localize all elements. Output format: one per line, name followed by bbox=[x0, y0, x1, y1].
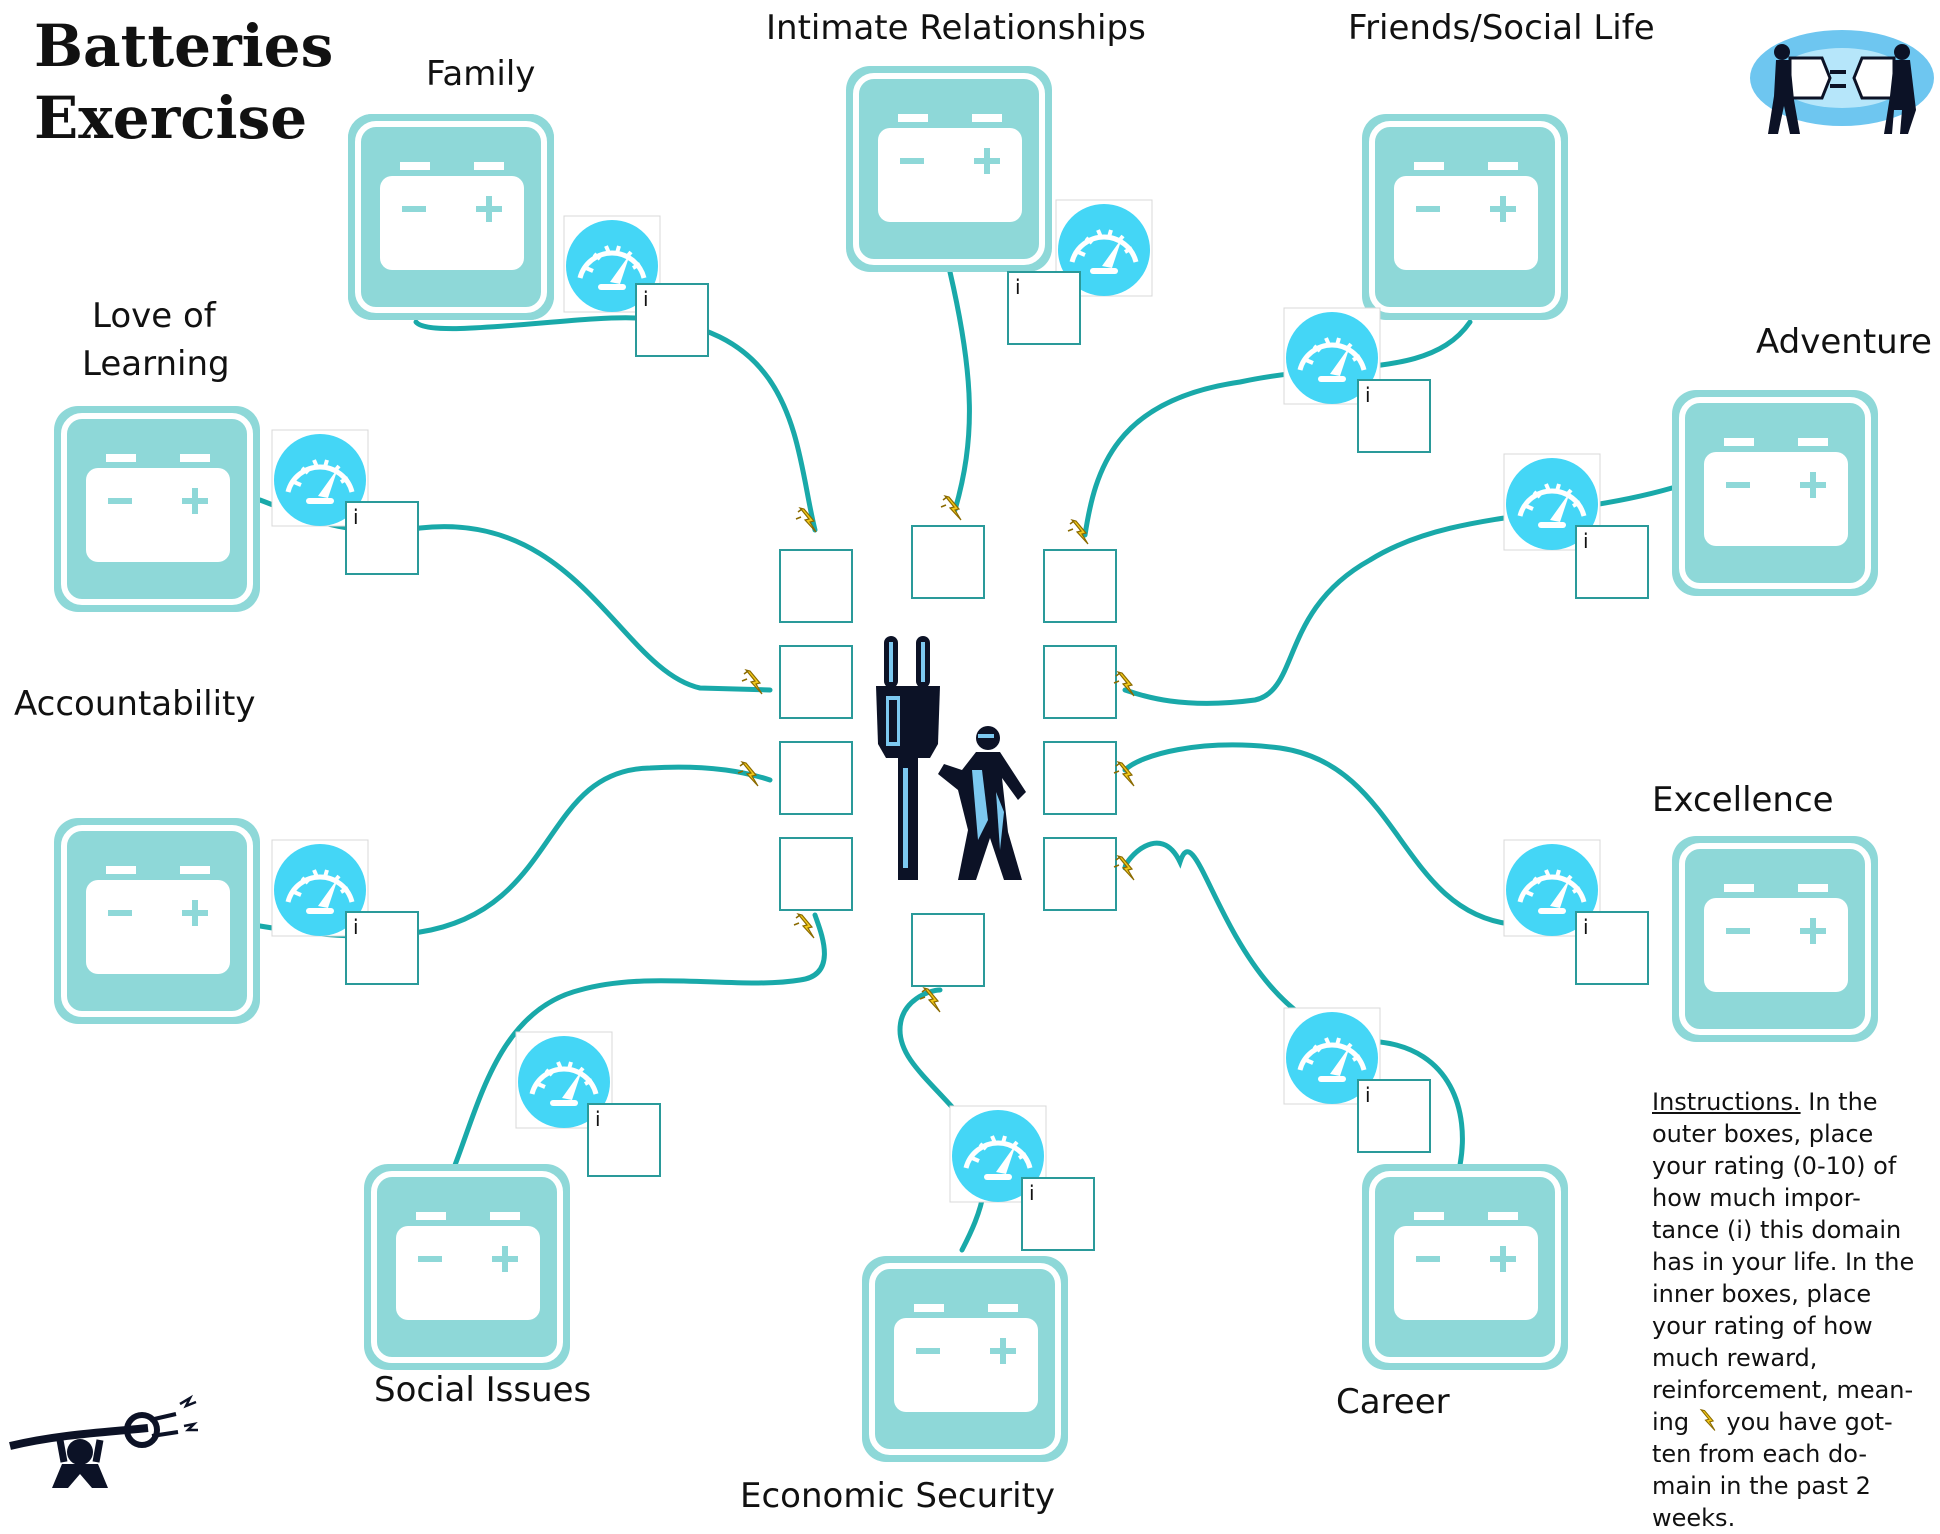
reward-box-friends[interactable] bbox=[1043, 549, 1117, 623]
battery-adventure-icon bbox=[1672, 390, 1878, 596]
reward-box-career[interactable] bbox=[1043, 837, 1117, 911]
domain-label-career: Career bbox=[1336, 1382, 1450, 1422]
cord-intimate bbox=[947, 269, 972, 513]
instructions-body-2: you have got-ten from each do-main in th… bbox=[1652, 1408, 1893, 1532]
reward-box-accountability[interactable] bbox=[779, 741, 853, 815]
cord-career bbox=[1122, 840, 1465, 1168]
battery-intimate-icon bbox=[846, 66, 1052, 272]
reward-box-family[interactable] bbox=[779, 549, 853, 623]
importance-marker: i bbox=[595, 1107, 601, 1131]
battery-friends-icon bbox=[1362, 114, 1568, 320]
importance-marker: i bbox=[1365, 1083, 1371, 1107]
reward-box-social[interactable] bbox=[779, 837, 853, 911]
domain-label-intimate: Intimate Relationships bbox=[766, 8, 1146, 48]
instructions-lead: Instructions. bbox=[1652, 1088, 1801, 1116]
importance-box-learning[interactable] bbox=[345, 501, 419, 575]
plug-lifter-logo-icon bbox=[9, 1394, 198, 1488]
battery-excellence-icon bbox=[1672, 836, 1878, 1042]
importance-box-friends[interactable] bbox=[1357, 379, 1431, 453]
domain-label-economic: Economic Security bbox=[740, 1476, 1056, 1516]
domain-label-excellence: Excellence bbox=[1652, 780, 1834, 820]
instructions-text: Instructions. In the outer boxes, place … bbox=[1652, 1086, 1922, 1532]
cord-friends bbox=[1082, 319, 1473, 538]
reward-box-intimate[interactable] bbox=[911, 525, 985, 599]
importance-box-accountability[interactable] bbox=[345, 911, 419, 985]
cord-family bbox=[413, 315, 818, 533]
reward-box-economic[interactable] bbox=[911, 913, 985, 987]
cord-social bbox=[452, 912, 827, 1168]
plug-figure-icon bbox=[876, 636, 1026, 880]
importance-marker: i bbox=[1015, 275, 1021, 299]
domain-label-social: Social Issues bbox=[374, 1370, 592, 1410]
importance-marker: i bbox=[1365, 383, 1371, 407]
instructions-body-1: In the outer boxes, place your rating (0… bbox=[1652, 1088, 1915, 1436]
battery-learning-icon bbox=[54, 406, 260, 612]
cord-learning bbox=[257, 497, 773, 693]
importance-box-intimate[interactable] bbox=[1007, 271, 1081, 345]
importance-box-excellence[interactable] bbox=[1575, 911, 1649, 985]
importance-marker: i bbox=[1029, 1181, 1035, 1205]
domain-label-learning-1: Love of bbox=[92, 296, 216, 336]
battery-social-icon bbox=[364, 1164, 570, 1370]
title-line-2: Exercise bbox=[34, 84, 308, 152]
importance-marker: i bbox=[643, 287, 649, 311]
reward-box-excellence[interactable] bbox=[1043, 741, 1117, 815]
reward-box-learning[interactable] bbox=[779, 645, 853, 719]
importance-box-family[interactable] bbox=[635, 283, 709, 357]
importance-box-adventure[interactable] bbox=[1575, 525, 1649, 599]
importance-box-economic[interactable] bbox=[1021, 1177, 1095, 1251]
plugging-couple-icon bbox=[1750, 30, 1934, 134]
title-line-1: Batteries bbox=[34, 12, 334, 80]
domain-label-learning-2: Learning bbox=[82, 344, 230, 384]
battery-career-icon bbox=[1362, 1164, 1568, 1370]
battery-family-icon bbox=[348, 114, 554, 320]
importance-marker: i bbox=[353, 915, 359, 939]
domain-label-adventure: Adventure bbox=[1756, 322, 1932, 362]
spark-bolt-icon bbox=[793, 913, 815, 939]
importance-marker: i bbox=[1583, 915, 1589, 939]
importance-marker: i bbox=[1583, 529, 1589, 553]
battery-accountability-icon bbox=[54, 818, 260, 1024]
battery-economic-icon bbox=[862, 1256, 1068, 1462]
cord-excellence bbox=[1122, 742, 1513, 927]
domain-label-family: Family bbox=[426, 54, 536, 94]
domain-label-friends: Friends/Social Life bbox=[1348, 8, 1655, 48]
importance-box-career[interactable] bbox=[1357, 1079, 1431, 1153]
spark-bolt-icon bbox=[1699, 1408, 1716, 1431]
importance-box-social[interactable] bbox=[587, 1103, 661, 1177]
reward-box-adventure[interactable] bbox=[1043, 645, 1117, 719]
importance-marker: i bbox=[353, 505, 359, 529]
page-title: Batteries Exercise bbox=[34, 10, 333, 154]
domain-label-accountability: Accountability bbox=[14, 684, 256, 724]
